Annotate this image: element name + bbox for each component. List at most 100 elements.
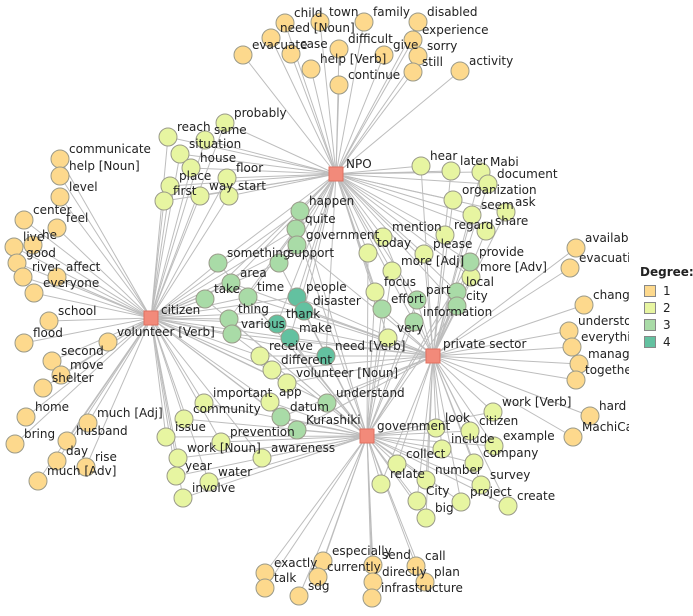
node-circle-currently[interactable] [308, 567, 328, 587]
node-circle-happen[interactable] [290, 201, 310, 221]
node-circle-support[interactable] [269, 253, 289, 273]
node-circle-project[interactable] [451, 492, 471, 512]
node-circle-same[interactable] [195, 130, 215, 150]
node-circle-understood[interactable] [559, 321, 579, 341]
node-circle-information[interactable] [404, 312, 424, 332]
node-circle-help-verb[interactable] [301, 59, 321, 79]
node-circle-look[interactable] [426, 418, 446, 438]
node-circle-kurashiki[interactable] [287, 420, 307, 440]
node-circle-app[interactable] [260, 392, 280, 412]
node-circle-receive[interactable] [250, 346, 270, 366]
node-circle-level[interactable] [50, 187, 70, 207]
node-circle-difficult[interactable] [329, 39, 349, 59]
node-circle-volunteer-verb[interactable] [98, 332, 118, 352]
node-circle-give[interactable] [374, 45, 394, 65]
node-circle-company[interactable] [464, 453, 484, 473]
node-circle-second[interactable] [42, 351, 62, 371]
node-circle-school[interactable] [39, 311, 59, 331]
node-circle-directly[interactable] [363, 572, 383, 592]
node-circle-change[interactable] [574, 295, 594, 315]
node-circle-very[interactable] [378, 328, 398, 348]
node-circle-rise[interactable] [76, 457, 96, 477]
node-circle-community[interactable] [174, 409, 194, 429]
node-circle-volunteer-noun[interactable] [277, 373, 297, 393]
node-circle-organization[interactable] [443, 190, 463, 210]
node-circle-much-adv[interactable] [28, 471, 48, 491]
node-circle-year[interactable] [166, 466, 186, 486]
node-circle-talk[interactable] [255, 578, 275, 598]
node-circle-various[interactable] [222, 324, 242, 344]
node-circle-important[interactable] [194, 393, 214, 413]
node-circle-relate[interactable] [371, 474, 391, 494]
node-circle-start[interactable] [219, 186, 239, 206]
node-circle-seem[interactable] [462, 205, 482, 225]
node-circle-shelter[interactable] [33, 378, 53, 398]
node-circle-focus[interactable] [365, 282, 385, 302]
node-circle-machica[interactable] [563, 427, 583, 447]
node-circle-evacuation[interactable] [560, 258, 580, 278]
node-circle-feel[interactable] [47, 218, 67, 238]
node-circle-first[interactable] [154, 191, 174, 211]
node-circle-everyone[interactable] [24, 283, 44, 303]
node-circle-house[interactable] [181, 158, 201, 178]
node-circle-activity[interactable] [450, 61, 470, 81]
node-circle-reach[interactable] [158, 127, 178, 147]
node-circle-family[interactable] [354, 12, 374, 32]
node-circle-datum[interactable] [271, 407, 291, 427]
node-circle-town[interactable] [310, 12, 330, 32]
node-circle-home[interactable] [16, 407, 36, 427]
node-circle-river[interactable] [13, 267, 33, 287]
node-circle-bring[interactable] [5, 434, 25, 454]
node-circle-child[interactable] [275, 13, 295, 33]
node-circle-need-noun[interactable] [261, 28, 281, 48]
node-circle-still[interactable] [403, 62, 423, 82]
node-circle-share[interactable] [476, 221, 496, 241]
node-circle-case[interactable] [281, 44, 301, 64]
node-circle-ask[interactable] [496, 202, 516, 222]
node-circle-area[interactable] [221, 273, 241, 293]
node-circle-provide[interactable] [460, 252, 480, 272]
hub-square-government[interactable] [359, 428, 375, 444]
hub-square-citizen[interactable] [143, 310, 159, 326]
node-circle-time[interactable] [238, 287, 258, 307]
node-circle-more-adj[interactable] [382, 261, 402, 281]
node-circle-live[interactable] [4, 237, 24, 257]
node-circle-flood[interactable] [14, 333, 34, 353]
node-circle-way[interactable] [190, 186, 210, 206]
node-circle-thank[interactable] [267, 314, 287, 334]
node-circle-sdg[interactable] [289, 586, 309, 606]
node-circle-center[interactable] [14, 210, 34, 230]
node-circle-available[interactable] [566, 238, 586, 258]
node-circle-prevention[interactable] [211, 432, 231, 452]
node-circle-work-verb[interactable] [483, 402, 503, 422]
node-circle-probably[interactable] [215, 113, 235, 133]
node-circle-create[interactable] [498, 496, 518, 516]
node-circle-involve[interactable] [173, 488, 193, 508]
node-circle-collect[interactable] [387, 454, 407, 474]
node-circle-communicate[interactable] [50, 149, 70, 169]
node-circle-something[interactable] [208, 253, 228, 273]
node-circle-today[interactable] [358, 243, 378, 263]
node-circle-help-noun[interactable] [50, 166, 70, 186]
node-circle-everything[interactable] [562, 337, 582, 357]
node-circle-take[interactable] [195, 289, 215, 309]
node-circle-example[interactable] [484, 436, 504, 456]
node-circle-continue[interactable] [329, 75, 349, 95]
node-circle-part[interactable] [407, 290, 427, 310]
node-circle-hear[interactable] [411, 156, 431, 176]
node-circle-much-adj[interactable] [78, 413, 98, 433]
hub-square-private-sector[interactable] [425, 348, 441, 364]
node-circle-infrastructure[interactable] [362, 588, 382, 608]
node-circle-include[interactable] [432, 439, 452, 459]
node-circle-disaster[interactable] [294, 301, 314, 321]
node-circle-understand[interactable] [317, 393, 337, 413]
node-circle-together[interactable] [566, 370, 586, 390]
node-circle-citizen[interactable] [460, 421, 480, 441]
node-circle-number[interactable] [416, 470, 436, 490]
node-circle-big[interactable] [416, 508, 436, 528]
node-circle-mention[interactable] [373, 227, 393, 247]
node-circle-call[interactable] [406, 556, 426, 576]
node-circle-hard[interactable] [580, 406, 600, 426]
node-circle-quite[interactable] [286, 219, 306, 239]
node-circle-water[interactable] [199, 472, 219, 492]
